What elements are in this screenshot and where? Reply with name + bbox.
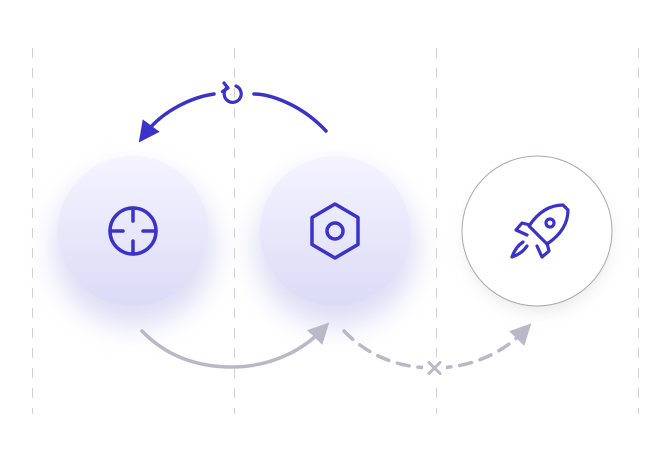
settings-node[interactable] xyxy=(260,156,410,306)
grid-lines xyxy=(32,48,639,414)
target-node[interactable] xyxy=(58,156,208,306)
return-arrow-right xyxy=(252,92,328,133)
rocket-icon xyxy=(510,203,570,259)
return-arrow-left xyxy=(138,92,216,143)
launch-node[interactable] xyxy=(461,155,613,307)
forward-arrow xyxy=(140,322,330,369)
refresh-icon[interactable] xyxy=(220,81,243,104)
x-icon xyxy=(427,361,442,375)
crosshair-icon xyxy=(108,206,158,256)
blocked-arrow xyxy=(342,323,532,370)
hex-nut-icon xyxy=(310,202,360,260)
